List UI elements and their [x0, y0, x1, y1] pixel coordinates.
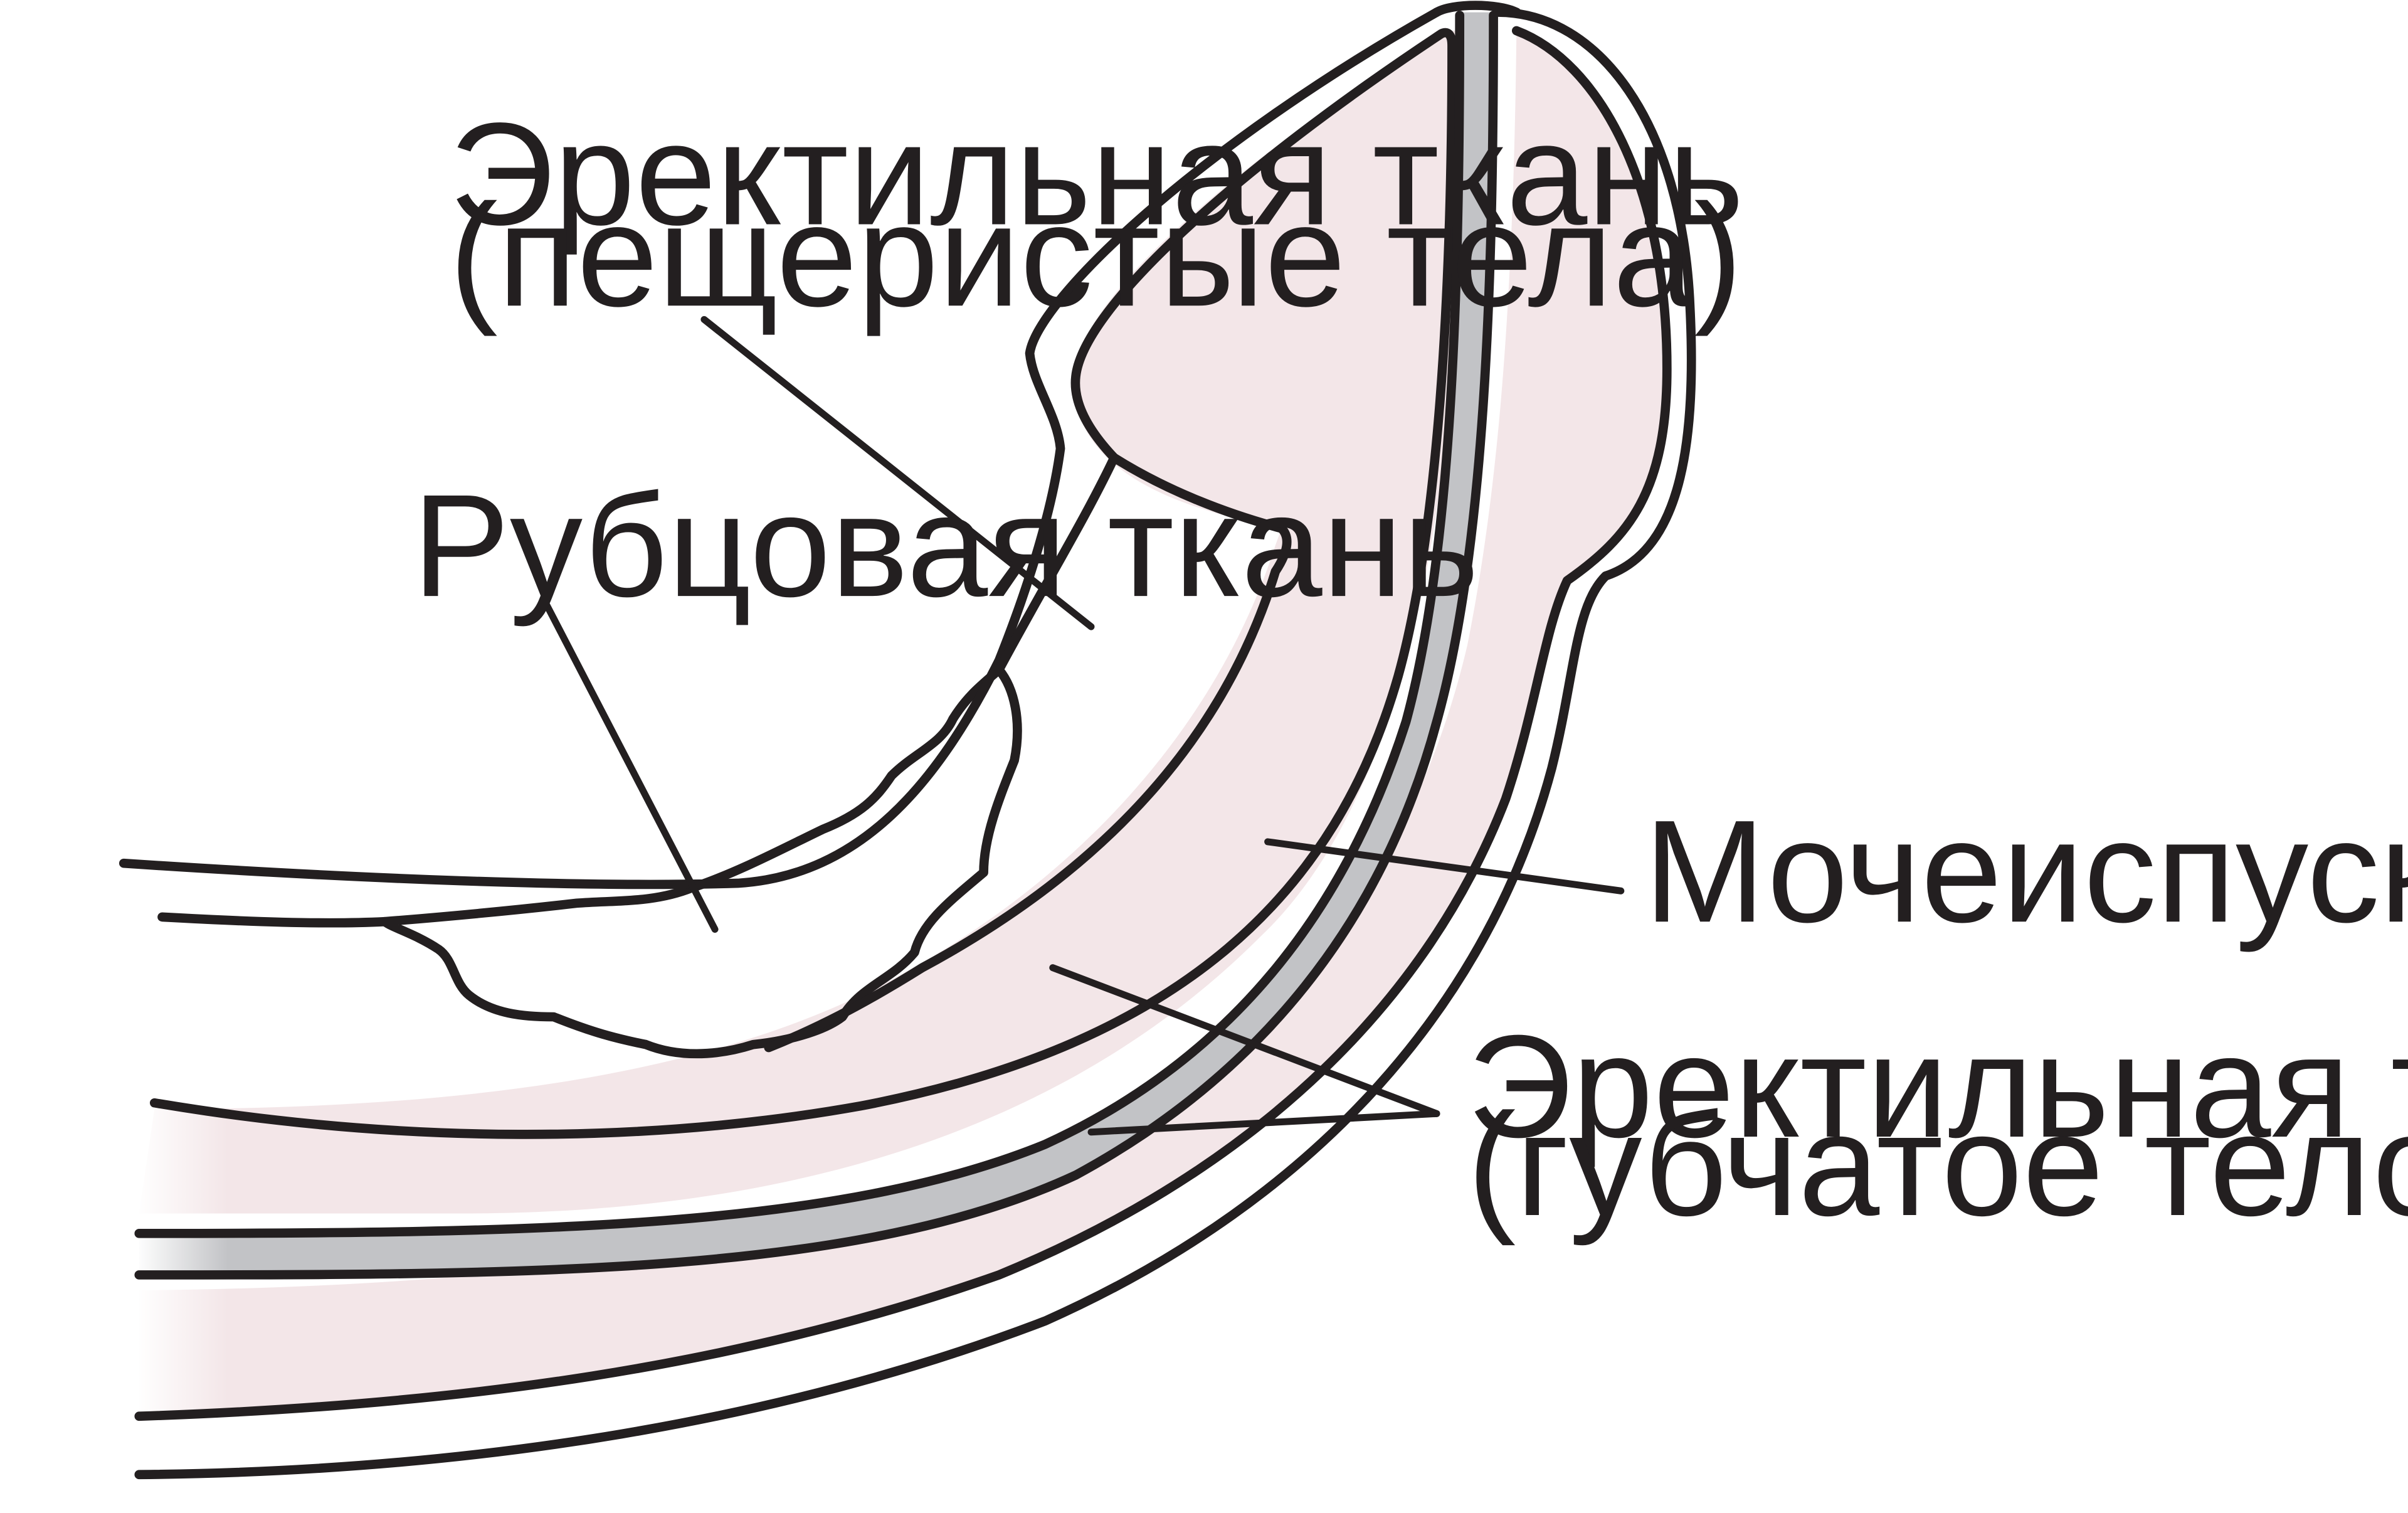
tunica-outline-upper [157, 912, 389, 928]
glans-right-outline [134, 26, 1672, 1421]
label-spongy-line1: Эректильная ткань [1467, 1005, 2408, 1168]
leader-cavernous [700, 316, 1095, 630]
leader-spongy-a [1049, 964, 1440, 1117]
skin-outline-upper [119, 8, 1442, 889]
leader-scar [542, 600, 719, 933]
glans-left-outline [149, 28, 1457, 1139]
leader-spongy-b [1087, 1110, 1440, 1136]
label-cavernous-line1: Эректильная ткань [449, 93, 1744, 256]
spongy-body-region [139, 30, 1455, 1214]
label-scar: Рубцовая ткань [413, 464, 1479, 627]
label-spongy-line2: (губчатое тело) [1467, 1083, 2408, 1246]
glans-corona-outline [764, 453, 1292, 1053]
tunica-outline-upper-2 [994, 453, 1119, 674]
label-urethra: Мочеиспускательный канал [1644, 790, 2408, 953]
skin-outline-right [134, 8, 1696, 1480]
label-cavernous-line2: (пещеристые тела) [449, 174, 1742, 337]
urethra-outline-lower [134, 11, 1498, 1280]
scar-tissue-plaque [380, 665, 1022, 1059]
urethra-outline-upper [134, 11, 1465, 1238]
glans-right-region [139, 30, 1667, 1416]
leader-urethra [1264, 838, 1625, 895]
